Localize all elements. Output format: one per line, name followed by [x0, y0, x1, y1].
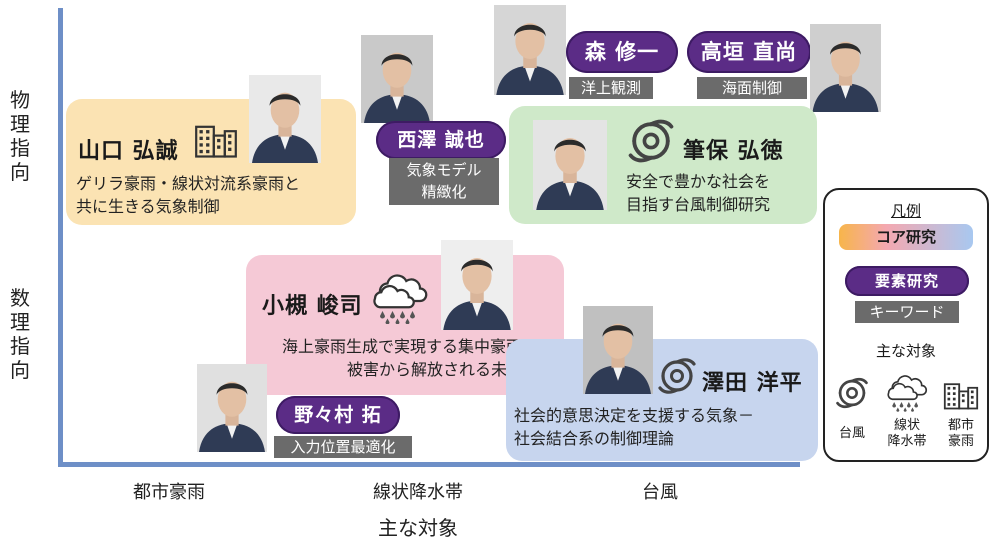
pill-nonomura: 野々村 拓: [276, 396, 400, 434]
legend-box: 凡例 コア研究 要素研究 キーワード 主な対象 台風 線状 降水帯 都市 豪雨: [823, 188, 989, 462]
legend-keyword: キーワード: [855, 301, 959, 323]
core-desc-sawada-1: 社会的意思決定を支援する気象－: [514, 406, 755, 425]
x-axis: [58, 462, 800, 467]
building-icon: [943, 380, 979, 410]
legend-label-urban: 都市 豪雨: [937, 418, 985, 450]
y-label-char: 指: [10, 136, 30, 160]
y-axis: [58, 8, 63, 466]
legend-targets-title: 主な対象: [875, 342, 936, 360]
typhoon-icon: [627, 117, 675, 165]
core-name-sawada: 澤田 洋平: [702, 371, 803, 396]
legend-core-research: コア研究: [839, 224, 973, 250]
legend-label-rainband: 線状 降水帯: [881, 418, 933, 450]
core-desc-sawada-2: 社会結合系の制御理論: [514, 429, 675, 448]
core-desc-kotsuki-2: 被害から解放される未来: [347, 360, 524, 379]
core-desc-yamaguchi-1: ゲリラ豪雨・線状対流系豪雨と: [76, 174, 301, 193]
y-label-char: 向: [10, 358, 30, 382]
rain-cloud-icon: [370, 268, 430, 324]
core-box-sawada: [506, 339, 818, 461]
core-name-fudeyasu: 筆保 弘徳: [683, 139, 784, 164]
core-desc-kotsuki-1: 海上豪雨生成で実現する集中豪雨: [282, 337, 523, 356]
core-name-kotsuki: 小槻 峻司: [262, 294, 363, 319]
x-tick-typhoon: 台風: [642, 482, 678, 503]
y-label-char: 物: [10, 88, 30, 112]
photo-yamaguchi: [249, 75, 321, 163]
y-label-char: 向: [10, 160, 30, 184]
keyword-takagaki: 海面制御: [697, 77, 807, 99]
typhoon-icon: [835, 376, 869, 410]
photo-sawada: [583, 306, 653, 394]
typhoon-icon: [657, 356, 697, 396]
x-tick-linear-rainband: 線状降水帯: [373, 482, 463, 503]
photo-kotsuki: [441, 240, 513, 330]
y-label-physics: 物 理 指 向: [8, 88, 32, 184]
legend-label-rainband-2: 降水帯: [887, 434, 927, 449]
keyword-nishizawa: 気象モデル 精緻化: [389, 158, 499, 205]
y-label-char: 指: [10, 334, 30, 358]
keyword-nishizawa-2: 精緻化: [421, 183, 467, 201]
core-desc-yamaguchi-2: 共に生きる気象制御: [76, 197, 220, 216]
building-icon: [194, 122, 238, 158]
photo-nonomura: [197, 364, 267, 452]
legend-label-typhoon-1: 台風: [838, 426, 865, 441]
y-label-math: 数 理 指 向: [8, 286, 32, 382]
legend-element-research: 要素研究: [845, 266, 969, 296]
photo-fudeyasu: [533, 120, 607, 210]
photo-nishizawa: [361, 35, 433, 123]
x-axis-title: 主な対象: [378, 516, 458, 540]
keyword-nishizawa-1: 気象モデル: [406, 161, 482, 179]
core-name-yamaguchi: 山口 弘誠: [78, 139, 179, 164]
pill-nishizawa: 西澤 誠也: [376, 121, 506, 159]
core-desc-fudeyasu-1: 安全で豊かな社会を: [626, 172, 771, 191]
y-label-char: 理: [10, 310, 30, 334]
rain-cloud-icon: [885, 370, 929, 412]
legend-title: 凡例: [890, 202, 921, 220]
legend-label-urban-1: 都市: [947, 418, 974, 433]
core-desc-fudeyasu-2: 目指す台風制御研究: [626, 195, 771, 214]
keyword-mori: 洋上観測: [569, 77, 653, 99]
keyword-nonomura: 入力位置最適化: [274, 436, 412, 458]
x-tick-urban-rain: 都市豪雨: [133, 482, 205, 503]
legend-label-rainband-1: 線状: [893, 418, 920, 433]
legend-label-typhoon: 台風: [829, 426, 875, 442]
pill-mori: 森 修一: [566, 31, 678, 73]
photo-mori: [494, 5, 566, 95]
photo-takagaki: [810, 24, 881, 112]
pill-takagaki: 高垣 直尚: [687, 31, 811, 73]
y-label-char: 数: [10, 286, 30, 310]
legend-label-urban-2: 豪雨: [947, 434, 974, 449]
y-label-char: 理: [10, 112, 30, 136]
